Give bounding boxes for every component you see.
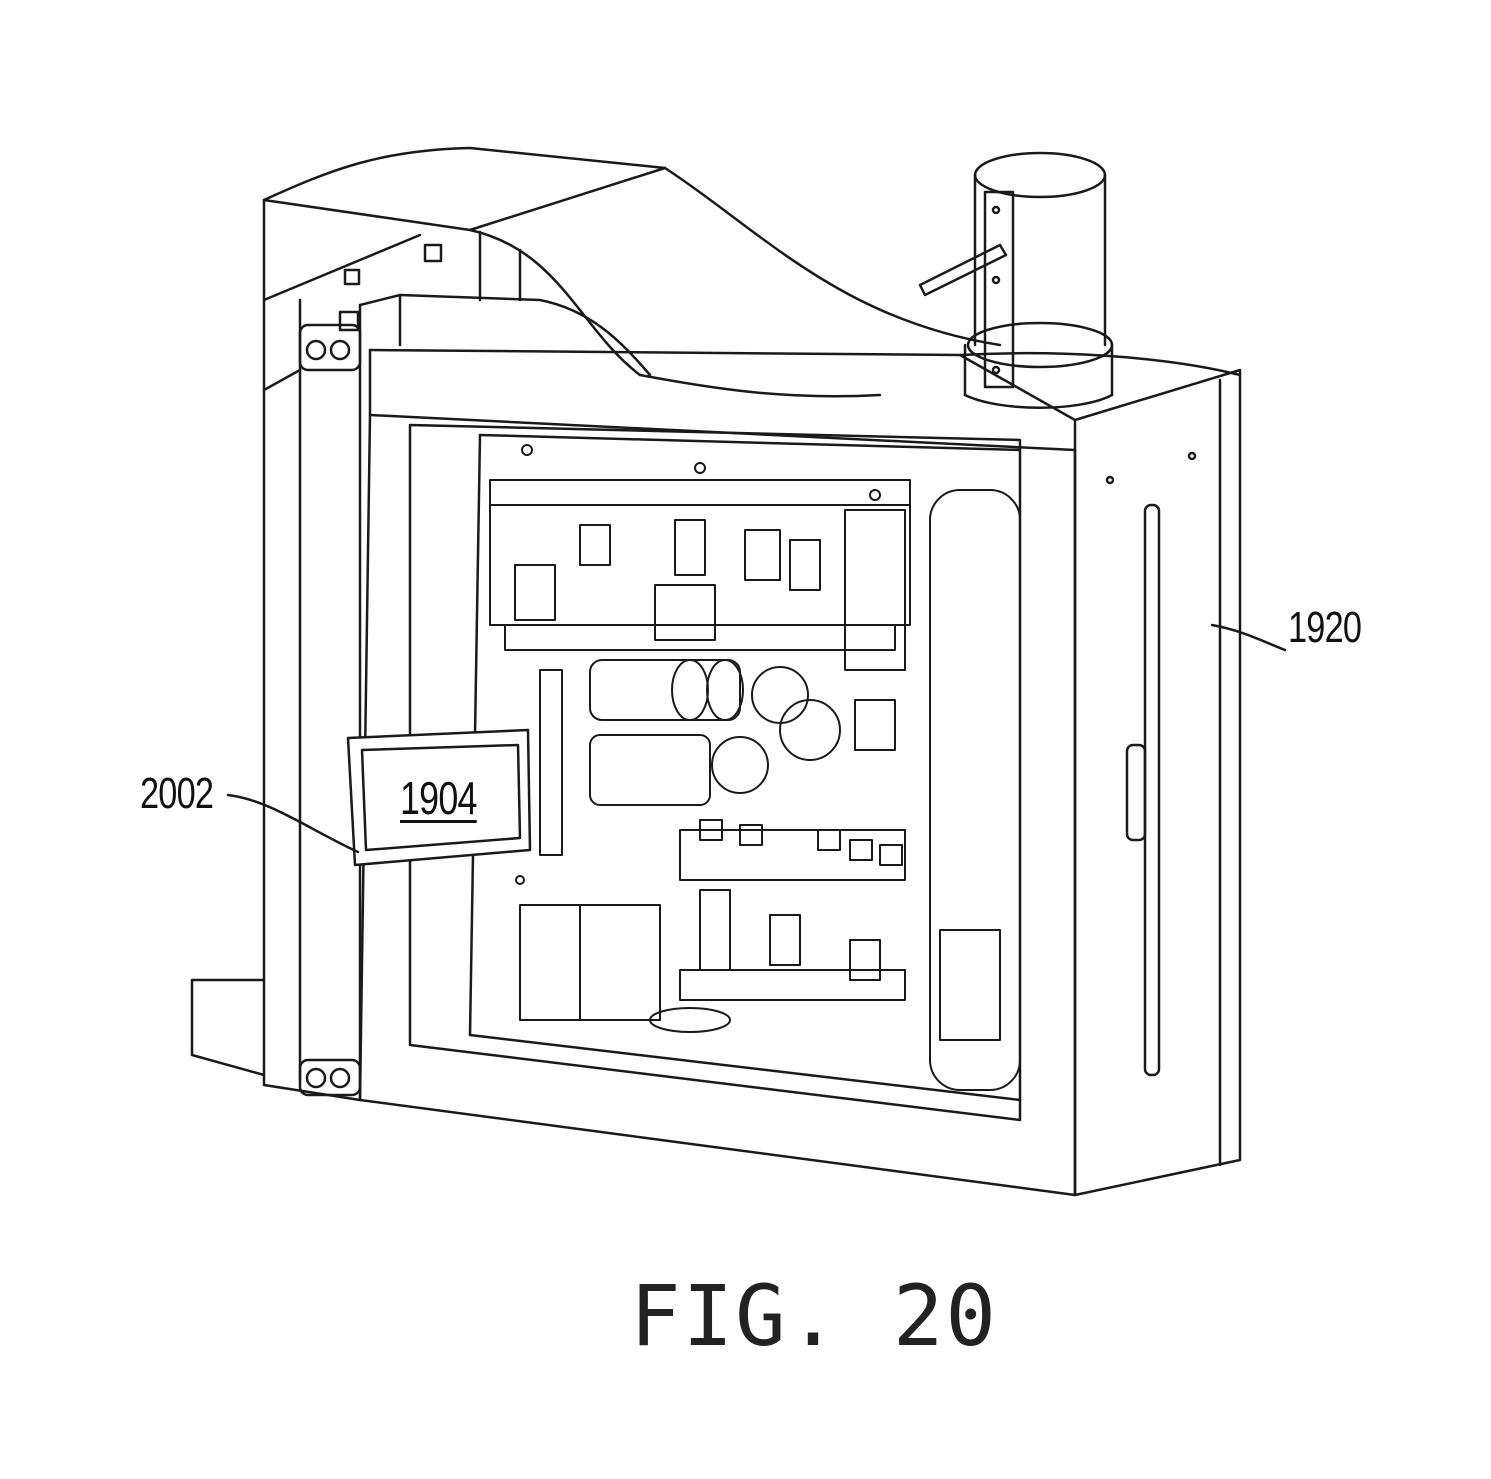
reference-label-1904: 1904 — [400, 775, 477, 821]
reference-label-2002: 2002 — [140, 772, 213, 816]
top-cylinder — [920, 153, 1112, 408]
outer-frame — [192, 200, 470, 1100]
figure-caption: FIG. 20 — [630, 1274, 998, 1358]
inner-machinery — [490, 445, 1020, 1090]
reference-label-1920: 1920 — [1288, 606, 1361, 650]
side-panel-1920 — [960, 353, 1240, 1195]
top-hood — [264, 148, 1000, 396]
